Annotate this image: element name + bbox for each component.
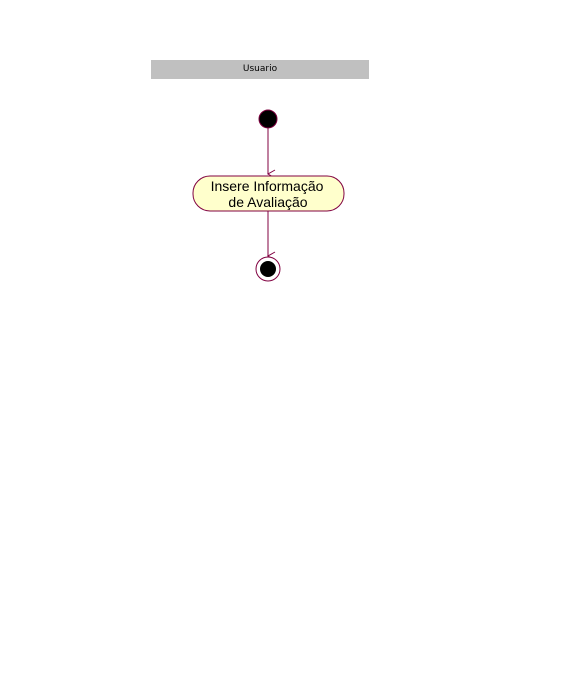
swimlane-header-usuario: Usuario xyxy=(151,60,369,79)
initial-node xyxy=(258,109,278,129)
activity-label-line2: de Avaliação xyxy=(228,194,307,210)
activity-label-line1: Insere Informação xyxy=(211,178,324,194)
swimlane-title: Usuario xyxy=(242,64,278,74)
final-node-inner xyxy=(260,261,276,277)
